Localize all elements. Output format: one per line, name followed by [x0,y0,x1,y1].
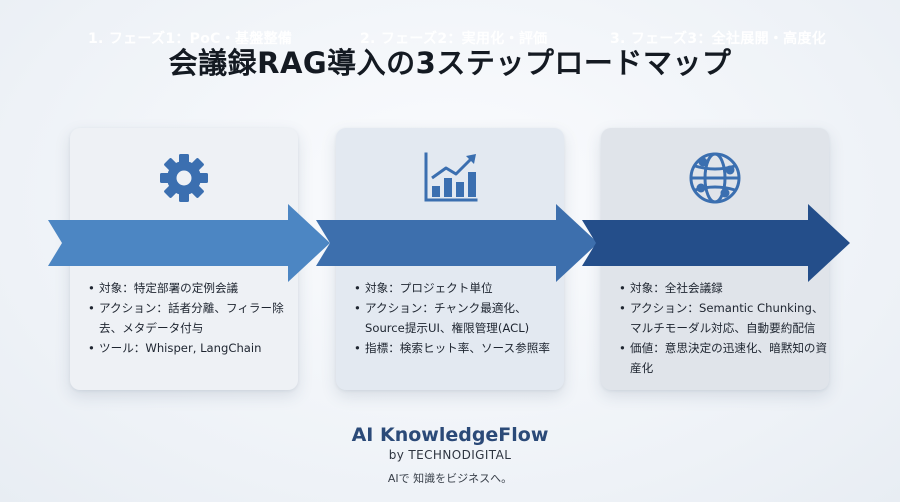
brand-byline: by TECHNODIGITAL [388,448,512,462]
phase-2-label: 2. フェーズ2：実用化・評価 [360,31,548,47]
phase-1-bullets: 対象：特定部署の定例会議 アクション：話者分離、フィラー除去、メタデータ付与 ツ… [86,278,300,358]
phase-2-bullets: 対象：プロジェクト単位 アクション：チャンク最適化、Source提示UI、権限管… [352,278,566,358]
bar-chart-growth-icon [336,148,564,208]
brand-name: AI KnowledgeFlow [351,424,549,446]
phase-1-label: 1. フェーズ1：PoC・基盤整備 [88,31,293,47]
list-item: アクション：話者分離、フィラー除去、メタデータ付与 [86,298,300,338]
list-item: 対象：全社会議録 [617,278,831,298]
list-item: 指標：検索ヒット率、ソース参照率 [352,338,566,358]
list-item: アクション：Semantic Chunking、マルチモーダル対応、自動要約配信 [617,298,831,338]
list-item: アクション：チャンク最適化、Source提示UI、権限管理(ACL) [352,298,566,338]
phase-3-arrow [582,204,850,282]
phase-2-arrow [316,204,598,282]
globe-network-icon [601,148,829,208]
list-item: 対象：特定部署の定例会議 [86,278,300,298]
gear-icon [70,148,298,208]
phase-3-label: 3. フェーズ3：全社展開・高度化 [610,31,827,47]
phase-3-bullets: 対象：全社会議録 アクション：Semantic Chunking、マルチモーダル… [617,278,831,378]
page-title: 会議録RAG導入の3ステップロードマップ [168,46,732,80]
list-item: 対象：プロジェクト単位 [352,278,566,298]
brand-tagline: AIで 知識をビジネスへ。 [387,472,513,485]
phase-1-arrow [48,204,330,282]
list-item: ツール：Whisper, LangChain [86,338,300,358]
list-item: 価値：意思決定の迅速化、暗黙知の資産化 [617,338,831,378]
